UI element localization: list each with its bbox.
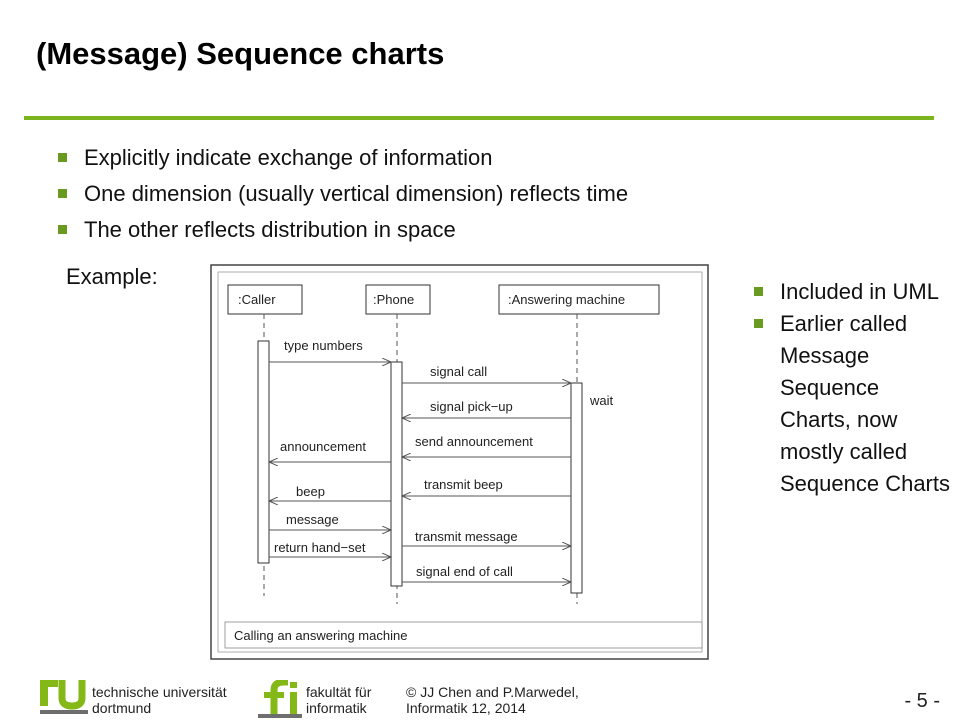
side-bullet-item: Earlier called Message Sequence Charts, … (754, 308, 954, 500)
side-bullet-text: Earlier called Message Sequence Charts, … (780, 311, 950, 496)
activation-caller (257, 340, 270, 564)
message-label: return hand−set (274, 540, 366, 555)
message-label: transmit beep (424, 477, 503, 492)
bullet-square-icon (58, 153, 67, 162)
sequence-diagram: :Caller :Phone :Answering machine type n… (210, 264, 709, 660)
bullet-text: The other reflects distribution in space (84, 217, 456, 242)
copyright-line-2: Informatik 12, 2014 (406, 700, 526, 716)
message-label: announcement (280, 439, 366, 454)
university-line-1: technische universität (92, 684, 227, 700)
message-label: transmit message (415, 529, 518, 544)
fi-logo-icon (258, 680, 302, 718)
message-label: message (286, 512, 339, 527)
activation-answering-machine (570, 382, 583, 594)
bullet-square-icon (754, 319, 763, 328)
page-number: - 5 - (904, 690, 940, 712)
activation-phone (390, 361, 403, 587)
bullet-square-icon (58, 225, 67, 234)
bullet-item: The other reflects distribution in space (58, 212, 628, 248)
message-label: send announcement (415, 434, 533, 449)
lifeline-head-answering-machine (498, 284, 660, 315)
lifeline-head-phone (365, 284, 431, 315)
bullet-item: Explicitly indicate exchange of informat… (58, 140, 628, 176)
faculty-line-2: informatik (306, 700, 367, 716)
faculty-line-1: fakultät für (306, 684, 372, 700)
side-bullet-item: Included in UML (754, 276, 954, 308)
wait-note: wait (589, 393, 614, 408)
message-label: beep (296, 484, 325, 499)
example-label: Example: (66, 264, 158, 289)
message-label: signal call (430, 364, 487, 379)
university-line-2: dortmund (92, 700, 152, 716)
diagram-caption: Calling an answering machine (234, 628, 407, 643)
message-label: type numbers (284, 338, 363, 353)
bullet-square-icon (58, 189, 67, 198)
bullet-square-icon (754, 287, 763, 296)
side-bullet-text: Included in UML (780, 279, 939, 304)
copyright-line-1: © JJ Chen and P.Marwedel, (406, 684, 579, 700)
slide-title: (Message) Sequence charts (36, 36, 445, 71)
main-bullet-list: Explicitly indicate exchange of informat… (58, 140, 628, 248)
copyright: © JJ Chen and P.Marwedel, Informatik 12,… (406, 684, 579, 716)
bullet-item: One dimension (usually vertical dimensio… (58, 176, 628, 212)
faculty-name: fakultät für informatik (306, 684, 371, 716)
bullet-text: Explicitly indicate exchange of informat… (84, 145, 493, 170)
side-bullet-list: Included in UML Earlier called Message S… (754, 276, 954, 500)
title-divider (24, 116, 934, 120)
tu-logo-icon (40, 680, 88, 714)
message-label: signal end of call (416, 564, 513, 579)
university-name: technische universität dortmund (92, 684, 227, 716)
caption-box (224, 621, 703, 649)
diagram-inner-frame (217, 271, 703, 653)
lifeline-label-phone: :Phone (373, 292, 414, 307)
footer: technische universität dortmund fakultät… (0, 672, 960, 720)
lifeline-label-answering-machine: :Answering machine (508, 292, 625, 307)
message-label: signal pick−up (430, 399, 513, 414)
bullet-text: One dimension (usually vertical dimensio… (84, 181, 629, 206)
lifeline-head-caller (227, 284, 303, 315)
lifeline-label-caller: :Caller (238, 292, 276, 307)
